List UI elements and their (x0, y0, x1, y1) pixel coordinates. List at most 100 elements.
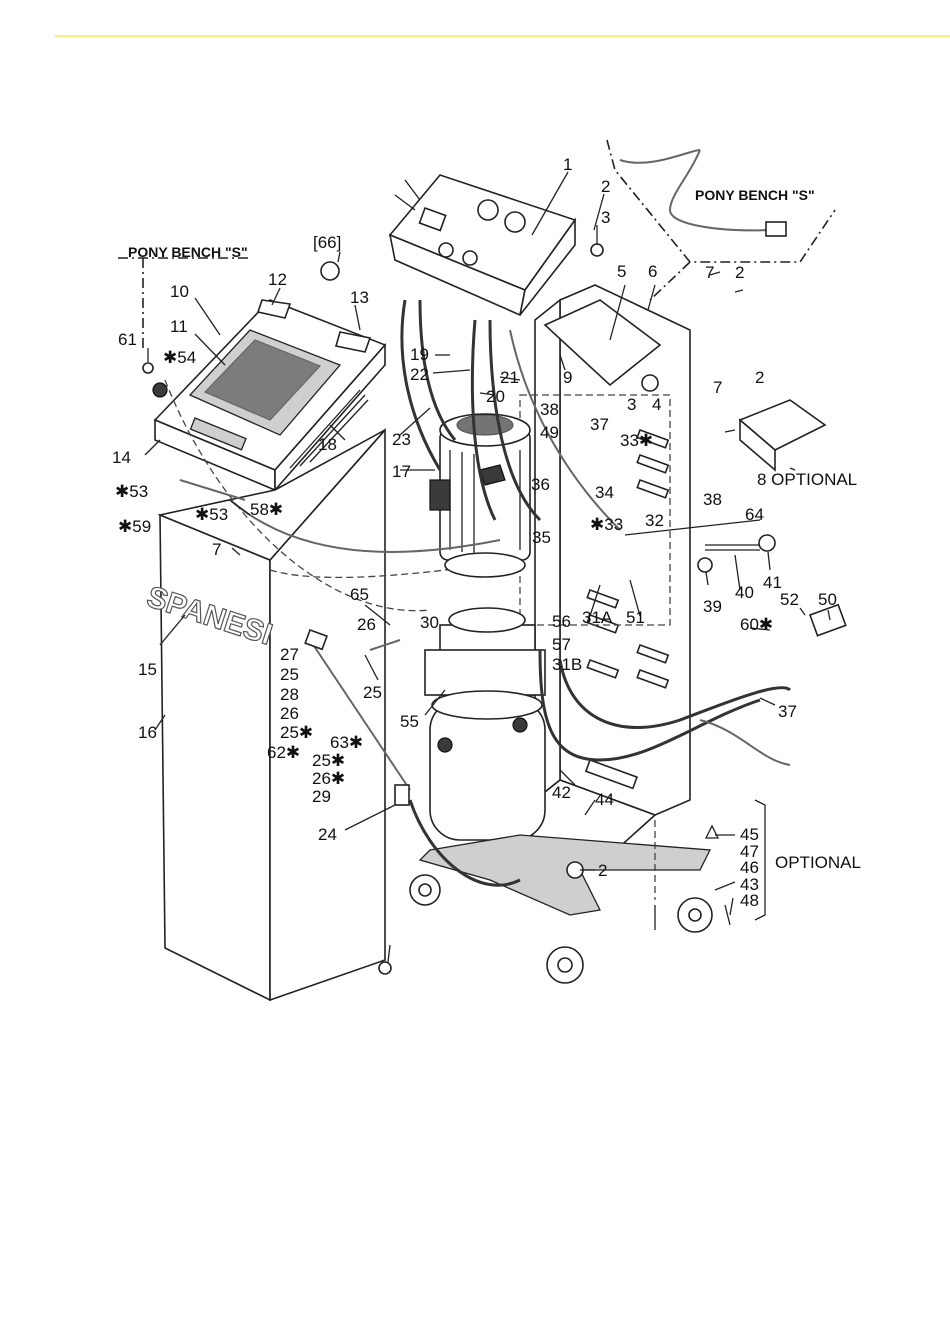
part-label: 28 (280, 685, 299, 704)
cabinet-column: SPANESI (142, 427, 521, 1002)
pump-reservoir (424, 607, 546, 841)
part-label: 5 (617, 262, 626, 281)
part-label: 23 (392, 430, 411, 449)
part-label: 21 (500, 368, 519, 387)
part-label: 29 (312, 787, 331, 806)
part-label: 37 (590, 415, 609, 434)
base-plate (409, 799, 766, 984)
part-label: 32 (645, 511, 664, 530)
part-label: 4 (652, 395, 661, 414)
part-label: 25✱ (312, 751, 345, 770)
part-label: 52 (780, 590, 799, 609)
part-label: 7 (713, 378, 722, 397)
pony-bench-label-right: PONY BENCH "S" (695, 187, 815, 203)
motor (429, 413, 531, 578)
part-label: 25 (363, 683, 382, 702)
part-label: 18 (318, 435, 337, 454)
part-label: 45 (740, 825, 759, 844)
part-label: 17 (392, 462, 411, 481)
part-label: 47 (740, 842, 759, 861)
part-label: 38 (540, 400, 559, 419)
part-label: 6 (648, 262, 657, 281)
part-label: 2 (755, 368, 764, 387)
part-label: 56 (552, 612, 571, 631)
part-label: 37 (778, 702, 797, 721)
optional-bracket-label: OPTIONAL (775, 853, 861, 872)
part-label: 12 (268, 270, 287, 289)
part-label: 31A (582, 608, 613, 627)
part-label: 55 (400, 712, 419, 731)
part-label: 42 (552, 783, 571, 802)
part-label: 10 (170, 282, 189, 301)
part-label: 2 (601, 177, 610, 196)
pony-bench-inset-left: PONY BENCH "S" (118, 244, 248, 350)
part-label: 44 (595, 790, 614, 809)
part-label: 41 (763, 573, 782, 592)
part-label: 33✱ (620, 431, 653, 450)
pony-bench-label-left: PONY BENCH "S" (128, 244, 248, 260)
top-rule (55, 35, 950, 37)
part-label: 11 (170, 317, 188, 336)
part-labels: 1 2 3 [66] 12 10 13 11 61 ✱54 14 ✱53 ✱59… (112, 155, 861, 910)
part-label: 57 (552, 635, 571, 654)
part-label: ✱53 (195, 505, 228, 524)
part-label: 13 (350, 288, 369, 307)
part-label: 64 (745, 505, 764, 524)
part-label: 2 (735, 263, 744, 282)
pony-bench-inset-right: PONY BENCH "S" (606, 139, 836, 301)
part-label: 20 (486, 387, 505, 406)
part-label: 40 (735, 583, 754, 602)
control-box (388, 174, 577, 317)
part-label: 34 (595, 483, 614, 502)
part-label: 1 (563, 155, 572, 174)
part-label: 22 (410, 365, 429, 384)
part-label: 36 (531, 475, 550, 494)
part-label: 27 (280, 645, 299, 664)
part-label: 15 (138, 660, 157, 679)
part-label: 7 (212, 540, 221, 559)
part-label: 31B (552, 655, 582, 674)
part-label: 3 (627, 395, 636, 414)
part-label: 3 (601, 208, 610, 227)
part-label: 24 (318, 825, 337, 844)
part-label: 38 (703, 490, 722, 509)
part-label: 65 (350, 585, 369, 604)
part-label: 61 (118, 330, 137, 349)
part-label: 58✱ (250, 500, 283, 519)
part-label: 25✱ (280, 723, 313, 742)
part-label: 26 (357, 615, 376, 634)
top-tray (153, 299, 387, 493)
part-label: 9 (563, 368, 572, 387)
part-label: 43 (740, 875, 759, 894)
part-label: [66] (313, 233, 341, 252)
part-label: 49 (540, 423, 559, 442)
part-label: 7 (705, 263, 714, 282)
part-label: 51 (626, 608, 645, 627)
part-label: ✱53 (115, 482, 148, 501)
part-label: 2 (598, 861, 607, 880)
part-label: 35 (532, 528, 551, 547)
leader-lines (144, 171, 831, 963)
hoses (164, 299, 792, 887)
part-label: ✱54 (163, 348, 196, 367)
part-label: 19 (410, 345, 429, 364)
part-label: 26 (280, 704, 299, 723)
part-label: ✱59 (118, 517, 151, 536)
optional-8-label: 8 OPTIONAL (757, 470, 857, 489)
hardware (142, 243, 847, 975)
part-label: 39 (703, 597, 722, 616)
part-label: 60✱ (740, 615, 773, 634)
part-label: ✱33 (590, 515, 623, 534)
part-label: 50 (818, 590, 837, 609)
part-label: 26✱ (312, 769, 345, 788)
part-label: 46 (740, 858, 759, 877)
part-label: 30 (420, 613, 439, 632)
part-label: 62✱ (267, 743, 300, 762)
part-label: 16 (138, 723, 157, 742)
rear-frame (508, 284, 691, 861)
part-label: 63✱ (330, 733, 363, 752)
part-label: 25 (280, 665, 299, 684)
part-label: 48 (740, 891, 759, 910)
